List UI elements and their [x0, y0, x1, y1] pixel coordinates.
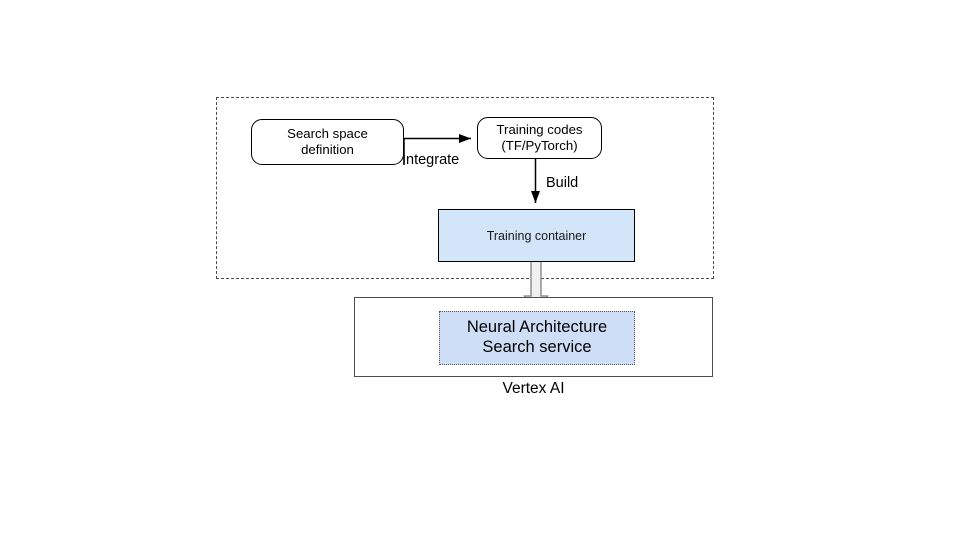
node-search-space-definition[interactable]: Search space definition — [251, 119, 404, 165]
node-neural-architecture-search-service[interactable]: Neural Architecture Search service — [439, 311, 635, 365]
dashed-group-container — [216, 97, 714, 279]
node-training-codes-line2: (TF/PyTorch) — [501, 138, 578, 153]
edge-label-build: Build — [546, 175, 579, 191]
node-search-space-line1: Search space — [287, 125, 368, 141]
node-training-codes-text: Training codes (TF/PyTorch) — [490, 122, 588, 154]
node-nas-text: Neural Architecture Search service — [467, 318, 607, 358]
node-search-space-text: Search space definition — [281, 126, 374, 158]
node-training-container-label: Training container — [486, 228, 587, 243]
node-training-container[interactable]: Training container — [438, 209, 635, 262]
node-search-space-line2: definition — [301, 142, 354, 157]
node-nas-line1: Neural Architecture — [466, 318, 608, 337]
node-training-codes-line1: Training codes — [496, 121, 583, 137]
node-training-codes[interactable]: Training codes (TF/PyTorch) — [477, 117, 602, 159]
edge-label-integrate: Integrate — [402, 152, 460, 168]
vertex-ai-caption: Vertex AI — [502, 380, 565, 397]
node-nas-line2: Search service — [482, 338, 592, 356]
